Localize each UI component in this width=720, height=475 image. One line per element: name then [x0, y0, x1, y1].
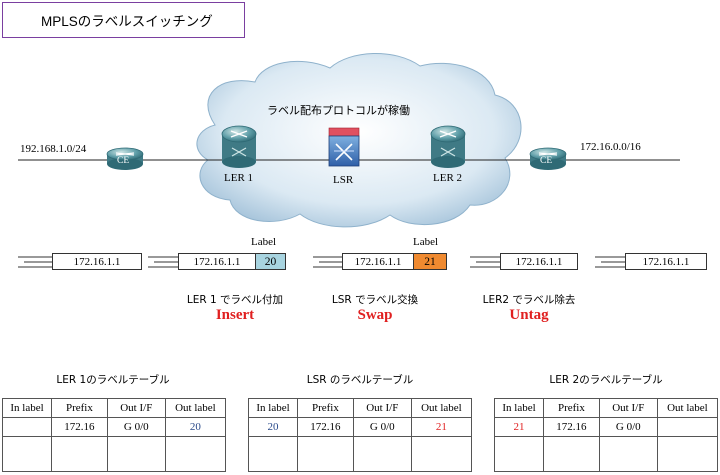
cell: 20 — [247, 417, 299, 437]
packet-ler1: 172.16.1.1 — [178, 253, 256, 270]
header-cell: Out label — [410, 398, 473, 418]
lsr-switch-icon — [328, 127, 360, 167]
ce-left-label: CE — [117, 156, 130, 166]
ce-right-router-icon — [529, 147, 567, 170]
header-cell: Out label — [164, 398, 227, 418]
header-cell: In label — [493, 398, 545, 418]
table-header-row: In label Prefix Out I/F Out label — [1, 398, 227, 418]
packet-ler2: 172.16.1.1 — [500, 253, 578, 270]
cloud-label: ラベル配布プロトコルが稼働 — [267, 104, 410, 117]
label-table-ler2: In label Prefix Out I/F Out label 21 172… — [493, 398, 719, 472]
table-row-empty — [1, 436, 227, 472]
cell: 20 — [164, 417, 227, 437]
operation-name: Insert — [215, 307, 255, 323]
cell — [1, 417, 53, 437]
left-network-label: 192.168.1.0/24 — [20, 143, 87, 155]
table-row: 21 172.16 G 0/0 — [493, 417, 719, 437]
ler1-label: LER 1 — [224, 172, 254, 184]
cell: 21 — [410, 417, 473, 437]
header-cell: In label — [247, 398, 299, 418]
cell: G 0/0 — [598, 417, 658, 437]
title-box: MPLSのラベルスイッチング — [2, 2, 245, 38]
label-table-lsr: In label Prefix Out I/F Out label 20 172… — [247, 398, 473, 472]
ler1-router-icon — [221, 125, 257, 168]
packet-dest: 172.16.1.1 — [515, 255, 563, 268]
table-row-empty — [493, 436, 719, 472]
lsr-label: LSR — [333, 174, 354, 186]
label-21-cell: 21 — [413, 253, 447, 270]
header-cell: Out I/F — [598, 398, 658, 418]
table-title-lsr: LSR のラベルテーブル — [306, 374, 414, 386]
header-cell: Prefix — [543, 398, 600, 418]
packet-motion-lines — [18, 256, 625, 268]
cell: 172.16 — [543, 417, 600, 437]
cell: G 0/0 — [352, 417, 412, 437]
table-row: 172.16 G 0/0 20 — [1, 417, 227, 437]
header-cell: Out I/F — [352, 398, 412, 418]
packet-final: 172.16.1.1 — [625, 253, 707, 270]
right-network-label: 172.16.0.0/16 — [580, 141, 641, 153]
packet-dest: 172.16.1.1 — [73, 255, 121, 268]
cell: 172.16 — [297, 417, 354, 437]
header-cell: Out I/F — [106, 398, 166, 418]
cell: 21 — [493, 417, 545, 437]
operation-desc: LER2 でラベル除去 — [482, 294, 576, 306]
ce-right-label: CE — [540, 156, 553, 166]
operation-swap: LSR でラベル交換 Swap — [300, 292, 450, 324]
label-caption: Label — [251, 236, 277, 248]
table-header-row: In label Prefix Out I/F Out label — [247, 398, 473, 418]
page-title: MPLSのラベルスイッチング — [41, 14, 213, 29]
packet-lsr: 172.16.1.1 — [342, 253, 414, 270]
operation-untag: LER2 でラベル除去 Untag — [454, 292, 604, 324]
table-header-row: In label Prefix Out I/F Out label — [493, 398, 719, 418]
packet-dest: 172.16.1.1 — [642, 255, 690, 268]
table-title-ler1: LER 1のラベルテーブル — [56, 374, 170, 386]
table-row-empty — [247, 436, 473, 472]
label-table-ler1: In label Prefix Out I/F Out label 172.16… — [1, 398, 227, 472]
ler2-label: LER 2 — [433, 172, 463, 184]
operation-desc: LSR でラベル交換 — [331, 294, 419, 306]
operation-name: Swap — [357, 307, 393, 323]
operation-insert: LER 1 でラベル付加 Insert — [160, 292, 310, 324]
operation-name: Untag — [509, 307, 549, 323]
packet-dest: 172.16.1.1 — [193, 255, 241, 268]
packet-original: 172.16.1.1 — [52, 253, 142, 270]
header-cell: Prefix — [51, 398, 108, 418]
header-cell: Prefix — [297, 398, 354, 418]
cell — [656, 417, 719, 437]
header-cell: Out label — [656, 398, 719, 418]
table-title-ler2: LER 2のラベルテーブル — [549, 374, 663, 386]
ce-left-router-icon — [106, 147, 144, 170]
packet-dest: 172.16.1.1 — [354, 255, 402, 268]
operation-desc: LER 1 でラベル付加 — [186, 294, 284, 306]
label-caption: Label — [413, 236, 439, 248]
ler2-router-icon — [430, 125, 466, 168]
table-row: 20 172.16 G 0/0 21 — [247, 417, 473, 437]
header-cell: In label — [1, 398, 53, 418]
label-20-cell: 20 — [255, 253, 286, 270]
cell: 172.16 — [51, 417, 108, 437]
cell: G 0/0 — [106, 417, 166, 437]
